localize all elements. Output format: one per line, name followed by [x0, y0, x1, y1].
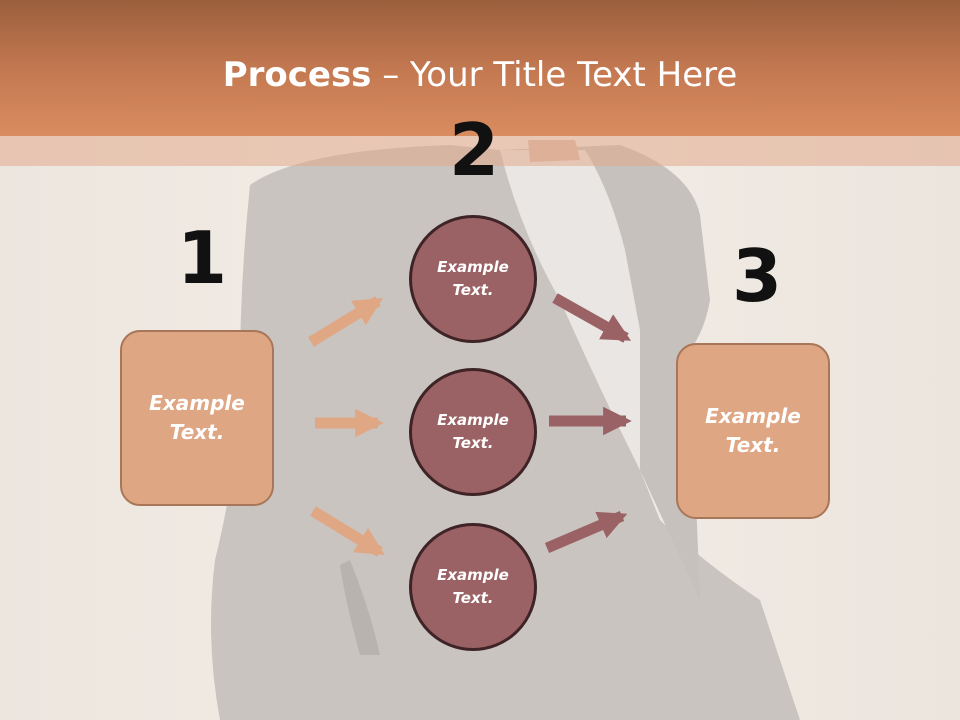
- title-rest: – Your Title Text Here: [371, 55, 738, 95]
- arrow-top-to-right: [552, 293, 631, 343]
- circle-middle-text: Example Text.: [437, 411, 509, 452]
- step-number-2: 2: [449, 108, 500, 192]
- right-box[interactable]: Example Text.: [676, 343, 830, 519]
- title-bold: Process: [222, 55, 372, 95]
- header-strip: [0, 136, 960, 166]
- slide-title: Process – Your Title Text Here: [0, 54, 960, 96]
- step-number-1: 1: [177, 216, 228, 300]
- circle-middle[interactable]: Example Text.: [409, 368, 537, 496]
- step-number-3: 3: [732, 234, 783, 318]
- left-box[interactable]: Example Text.: [120, 330, 274, 506]
- circle-top[interactable]: Example Text.: [409, 215, 537, 343]
- circle-bottom[interactable]: Example Text.: [409, 523, 537, 651]
- header-band: [0, 0, 960, 136]
- arrow-left-to-top: [308, 296, 383, 347]
- left-box-text: Example Text.: [149, 391, 245, 444]
- pocket-shape: [340, 560, 380, 655]
- circle-bottom-text: Example Text.: [437, 566, 509, 607]
- right-box-text: Example Text.: [705, 404, 801, 457]
- arrow-left-to-bottom: [310, 506, 385, 557]
- arrow-bottom-to-right: [544, 510, 628, 554]
- circle-top-text: Example Text.: [437, 258, 509, 299]
